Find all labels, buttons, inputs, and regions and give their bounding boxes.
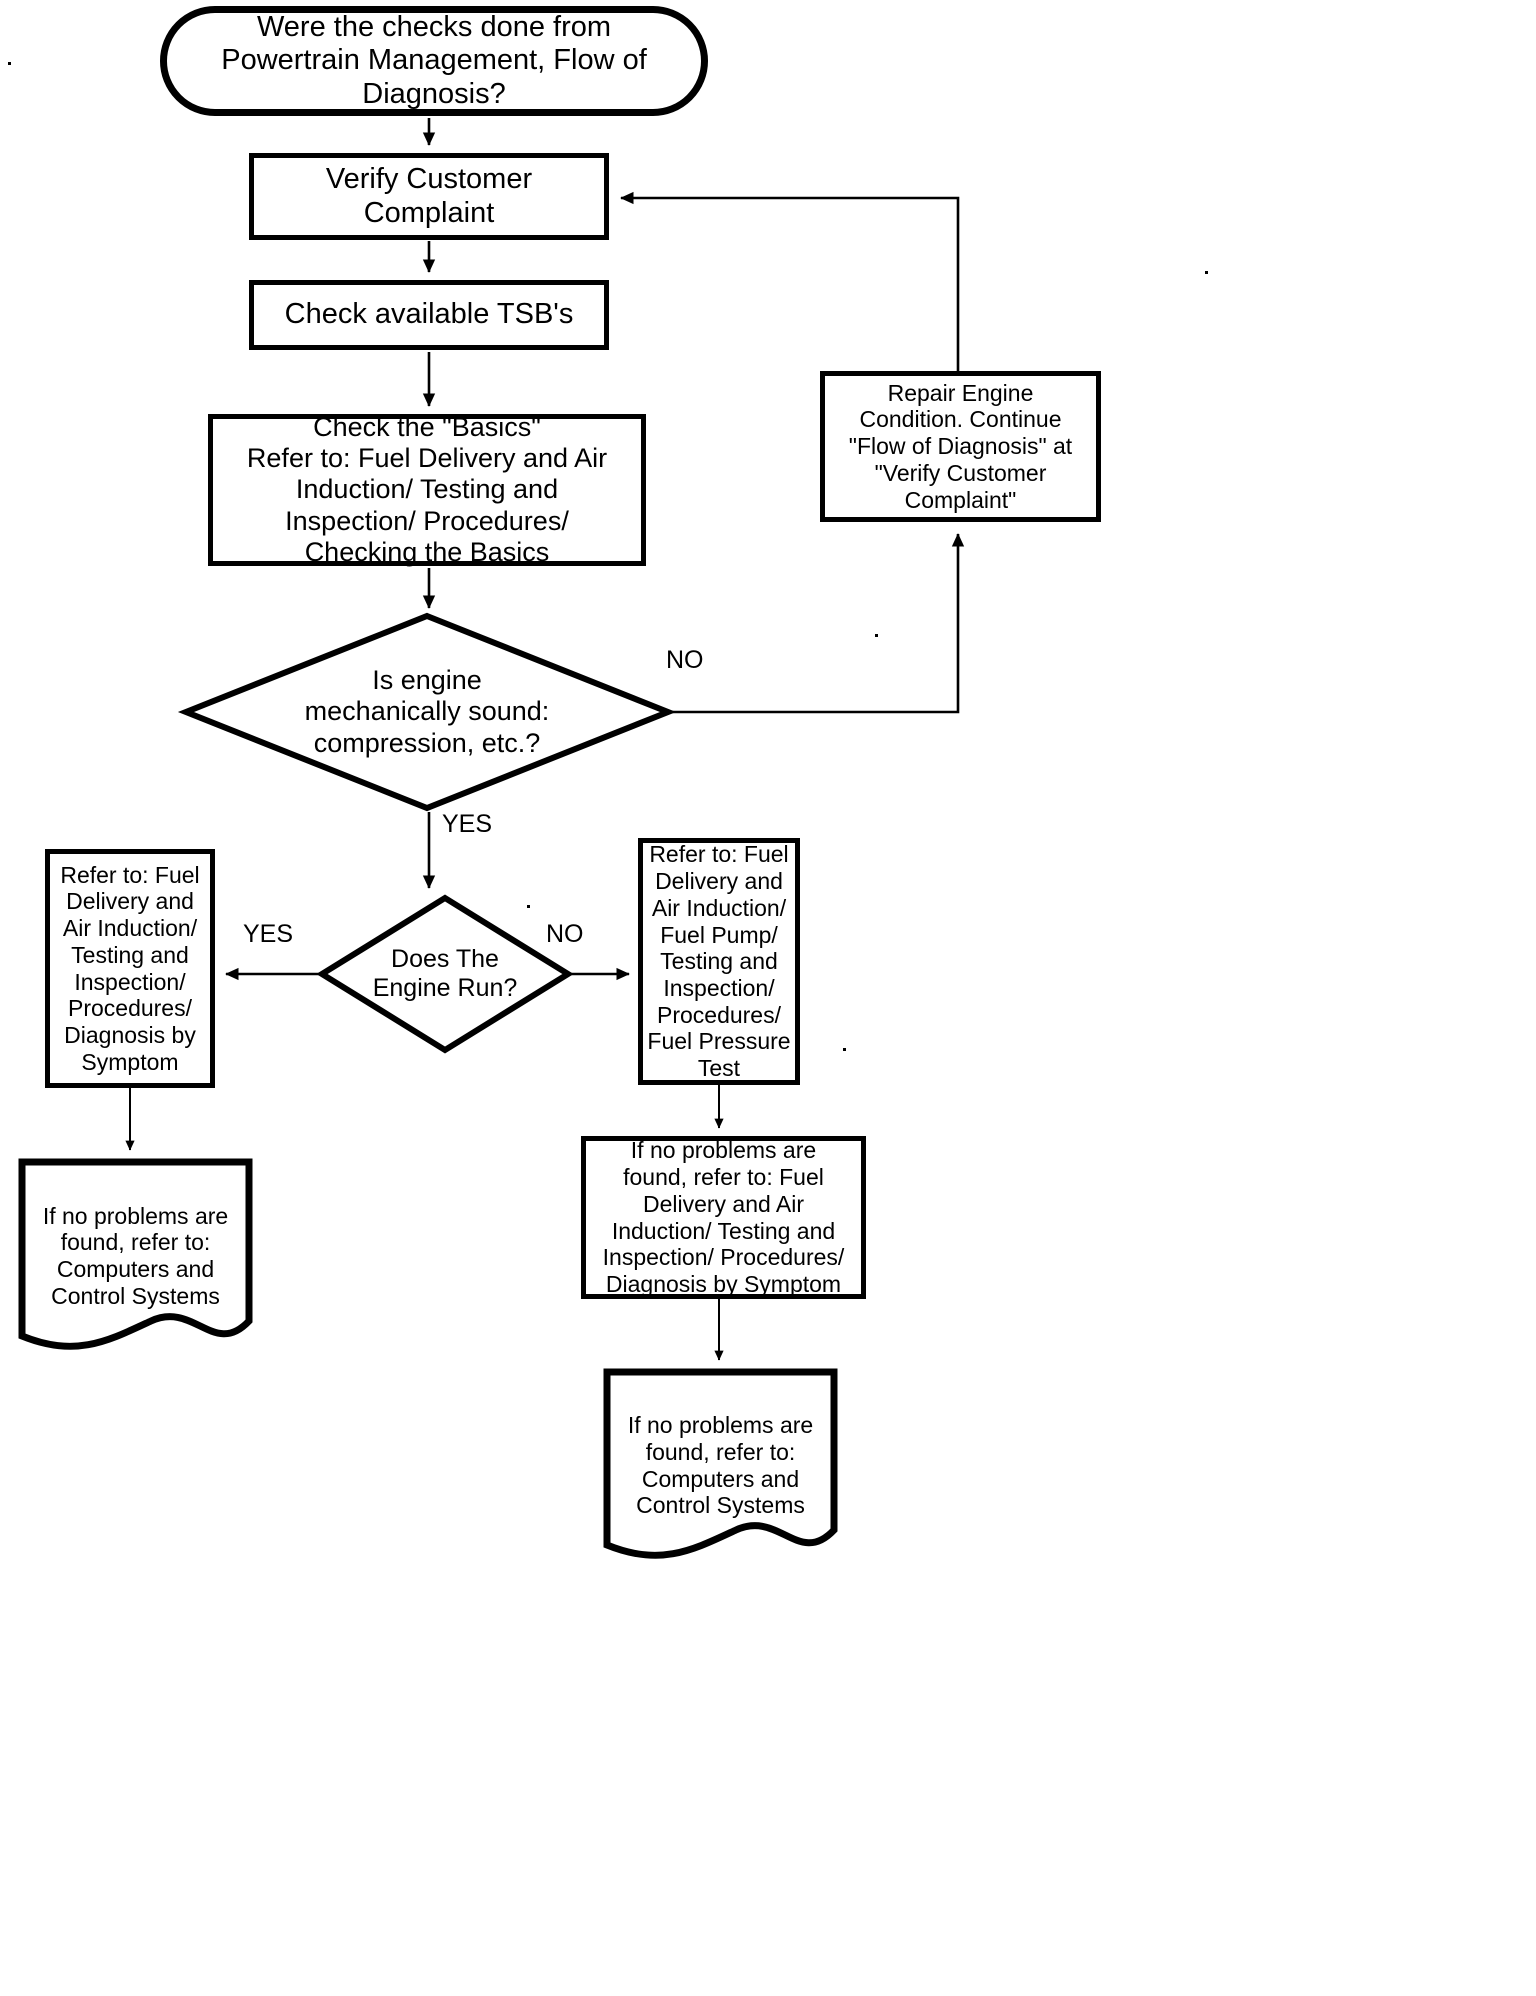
edge-decision1-no-to-repair bbox=[672, 533, 965, 714]
node-check-the-basics[interactable]: Check the "Basics" Refer to: Fuel Delive… bbox=[208, 411, 646, 567]
node-refer-fuel-pump-pressure-test[interactable]: Refer to: Fuel Delivery and Air Inductio… bbox=[638, 838, 800, 1085]
node-decision-engine-mechanically-sound[interactable]: Is engine mechanically sound: compressio… bbox=[182, 614, 672, 810]
node-check-available-tsb[interactable]: Check available TSB's bbox=[249, 280, 609, 350]
scan-speck bbox=[527, 905, 530, 908]
node-refer-fuel-delivery-diagnosis-by-symptom-label: Refer to: Fuel Delivery and Air Inductio… bbox=[60, 861, 200, 1075]
node-decision-engine-mechanically-sound-label: Is engine mechanically sound: compressio… bbox=[304, 665, 550, 758]
node-verify-customer-complaint[interactable]: Verify Customer Complaint bbox=[249, 153, 609, 240]
node-start-terminator[interactable]: Were the checks done from Powertrain Man… bbox=[160, 6, 708, 116]
node-document-computers-and-control-systems-right[interactable]: If no problems are found, refer to: Comp… bbox=[603, 1368, 838, 1563]
scan-speck bbox=[8, 62, 11, 65]
scan-speck bbox=[875, 634, 878, 637]
node-refer-fuel-pump-pressure-test-label: Refer to: Fuel Delivery and Air Inductio… bbox=[647, 841, 791, 1081]
edge-repair-to-verify bbox=[620, 191, 960, 371]
node-verify-customer-complaint-label: Verify Customer Complaint bbox=[325, 162, 533, 229]
node-refer-fuel-delivery-diagnosis-by-symptom[interactable]: Refer to: Fuel Delivery and Air Inductio… bbox=[45, 849, 215, 1088]
edge-label-mechanical-no: NO bbox=[666, 646, 704, 674]
document-shape-icon bbox=[18, 1158, 253, 1350]
document-shape-icon bbox=[603, 1368, 838, 1559]
node-if-no-problems-diagnosis-by-symptom-label: If no problems are found, refer to: Fuel… bbox=[602, 1137, 845, 1297]
node-document-computers-and-control-systems-left-label: If no problems are found, refer to: Comp… bbox=[42, 1202, 229, 1309]
scan-speck bbox=[843, 1048, 846, 1051]
scan-speck bbox=[655, 1136, 658, 1139]
node-document-computers-and-control-systems-left[interactable]: If no problems are found, refer to: Comp… bbox=[18, 1158, 253, 1354]
node-decision-does-the-engine-run-label: Does The Engine Run? bbox=[372, 945, 518, 1002]
node-repair-engine-condition[interactable]: Repair Engine Condition. Continue "Flow … bbox=[820, 371, 1101, 522]
scan-speck bbox=[1205, 271, 1208, 274]
edge-label-engine-run-yes: YES bbox=[243, 920, 294, 948]
node-repair-engine-condition-label: Repair Engine Condition. Continue "Flow … bbox=[848, 379, 1073, 513]
node-check-the-basics-label: Check the "Basics" Refer to: Fuel Delive… bbox=[246, 411, 608, 567]
node-document-computers-and-control-systems-right-label: If no problems are found, refer to: Comp… bbox=[627, 1412, 814, 1519]
node-start-label: Were the checks done from Powertrain Man… bbox=[221, 10, 647, 110]
edge-label-engine-run-no: NO bbox=[546, 920, 584, 948]
node-check-available-tsb-label: Check available TSB's bbox=[284, 298, 574, 331]
node-if-no-problems-diagnosis-by-symptom[interactable]: If no problems are found, refer to: Fuel… bbox=[581, 1136, 866, 1299]
edge-label-mechanical-yes: YES bbox=[442, 810, 493, 838]
node-decision-does-the-engine-run[interactable]: Does The Engine Run? bbox=[320, 896, 570, 1052]
